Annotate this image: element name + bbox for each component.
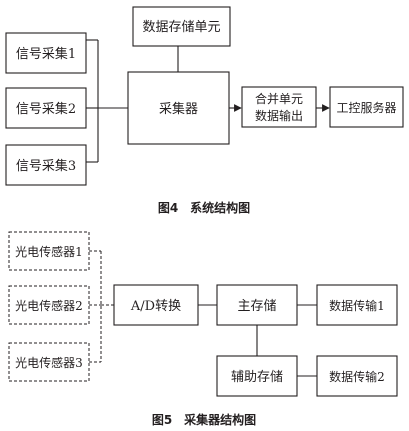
data-transfer-1-box: 数据传输1 [316, 284, 398, 326]
ad-converter-label: A/D转换 [130, 299, 181, 314]
merge-unit-label-line2: 数据输出 [255, 108, 303, 123]
signal-input-box-3: 信号采集3 [5, 144, 87, 186]
merge-unit-box: 合并单元 数据输出 [241, 86, 317, 128]
merge-unit-label-line1: 合并单元 [255, 91, 303, 106]
main-storage-label: 主存储 [237, 299, 276, 314]
sensor-label-1: 光电传感器1 [15, 244, 83, 259]
ad-converter-box: A/D转换 [113, 284, 199, 326]
signal-input-box-1: 信号采集1 [5, 32, 87, 74]
sensor-box-2: 光电传感器2 [8, 285, 90, 325]
figure-4: 信号采集1 信号采集2 信号采集3 数据存储单元 采集器 [5, 6, 404, 215]
signal-input-box-2: 信号采集2 [5, 87, 87, 129]
sensor-label-3: 光电传感器3 [15, 355, 83, 370]
data-storage-unit-label: 数据存储单元 [142, 20, 220, 35]
sensor-bus-connector [89, 250, 114, 363]
data-transfer-2-box: 数据传输2 [316, 355, 398, 397]
main-storage-box: 主存储 [216, 284, 298, 326]
input-bus-connector [86, 39, 128, 163]
figure-5: 光电传感器1 光电传感器2 光电传感器3 A/D转换 主存储 [8, 231, 398, 427]
sensor-box-1: 光电传感器1 [8, 231, 90, 271]
collector-box: 采集器 [127, 71, 230, 145]
data-transfer-2-label: 数据传输2 [329, 369, 385, 384]
server-label: 工控服务器 [336, 100, 396, 115]
figure-5-caption: 图5 采集器结构图 [152, 412, 256, 427]
aux-storage-label: 辅助存储 [231, 370, 283, 385]
data-storage-unit-box: 数据存储单元 [132, 6, 231, 47]
signal-input-label-1: 信号采集1 [16, 46, 76, 62]
data-transfer-1-label: 数据传输1 [329, 298, 385, 313]
collector-label: 采集器 [159, 101, 198, 117]
aux-storage-box: 辅助存储 [216, 355, 298, 397]
figure-4-caption: 图4 系统结构图 [158, 200, 250, 215]
sensor-box-3: 光电传感器3 [8, 342, 90, 382]
signal-input-label-2: 信号采集2 [16, 101, 76, 117]
sensor-label-2: 光电传感器2 [15, 298, 83, 313]
signal-input-label-3: 信号采集3 [16, 158, 76, 174]
server-box: 工控服务器 [329, 86, 404, 128]
